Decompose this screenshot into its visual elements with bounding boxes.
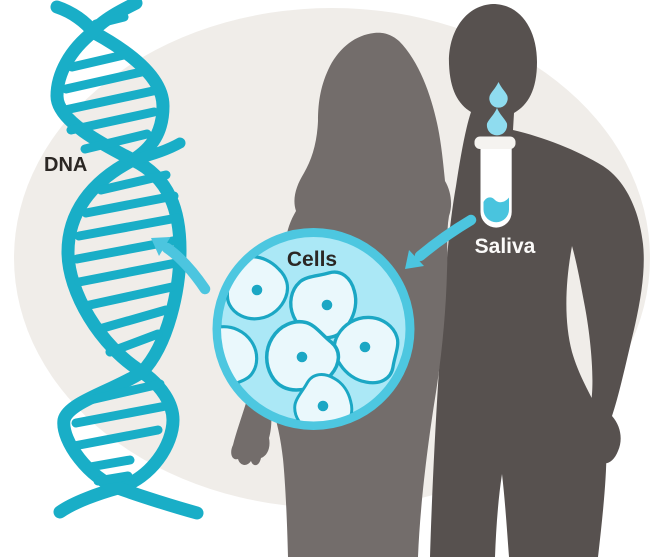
arrow-saliva-to-cells-icon xyxy=(405,214,477,269)
dna-strand-barb xyxy=(127,137,186,166)
saliva-label: Saliva xyxy=(475,235,536,258)
saliva-droplet-icon xyxy=(486,108,508,136)
cell-nucleus xyxy=(359,341,371,353)
cell-nucleus xyxy=(296,351,308,363)
cells-label: Cells xyxy=(287,248,337,271)
saliva-droplet-icon xyxy=(489,82,508,108)
dna-strand xyxy=(50,0,180,519)
cells-magnifier-circle-icon: Cells xyxy=(212,228,415,430)
cell-nucleus xyxy=(321,299,333,311)
cell-nucleus xyxy=(251,284,263,296)
dna-rungs xyxy=(60,12,183,486)
test-tube-rim xyxy=(474,136,516,149)
test-tube-liquid xyxy=(483,197,509,223)
cell-nuclei xyxy=(251,284,371,412)
arrow-cells-to-dna-icon xyxy=(151,237,211,295)
cell-nucleus xyxy=(317,400,329,412)
dna-label: DNA xyxy=(44,154,87,176)
saliva-test-tube-icon: Saliva xyxy=(474,82,536,258)
